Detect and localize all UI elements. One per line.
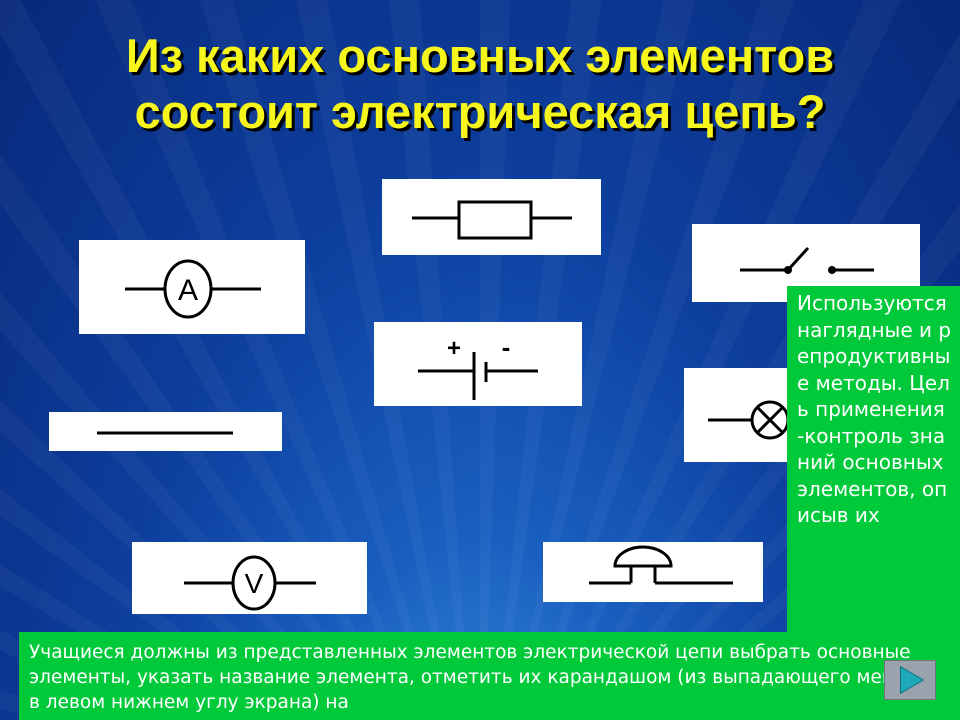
switch-icon <box>740 246 874 274</box>
lamp-icon <box>708 400 788 440</box>
battery-minus-sign: - <box>502 332 511 362</box>
voltmeter-icon: V <box>184 555 316 611</box>
battery-icon: + - <box>418 332 538 400</box>
resistor-icon <box>412 200 572 240</box>
lamp-symbol[interactable] <box>684 368 788 462</box>
title-line-2: состоит электрическая цепь? <box>134 85 826 138</box>
bell-symbol[interactable] <box>543 542 763 602</box>
next-slide-button[interactable] <box>884 660 936 700</box>
wire-symbol[interactable] <box>49 412 282 451</box>
method-note-text: Используются наглядные и репродуктивные … <box>797 291 952 527</box>
ammeter-letter: A <box>178 274 198 307</box>
voltmeter-symbol[interactable]: V <box>132 542 367 614</box>
voltmeter-letter: V <box>245 568 264 599</box>
bell-icon <box>589 545 733 585</box>
task-description-text: Учащиеся должны из представленных элемен… <box>29 642 911 713</box>
ammeter-icon: A <box>125 259 261 319</box>
slide-title: Из каких основных элементов состоит элек… <box>20 28 940 140</box>
title-line-1: Из каких основных элементов <box>125 29 835 82</box>
resistor-symbol[interactable] <box>382 179 601 255</box>
ammeter-symbol[interactable]: A <box>79 240 305 334</box>
next-arrow-icon <box>900 665 925 695</box>
task-description: Учащиеся должны из представленных элемен… <box>19 632 926 720</box>
battery-symbol[interactable]: + - <box>374 322 582 406</box>
battery-plus-sign: + <box>447 335 461 362</box>
wire-icon <box>97 431 233 435</box>
